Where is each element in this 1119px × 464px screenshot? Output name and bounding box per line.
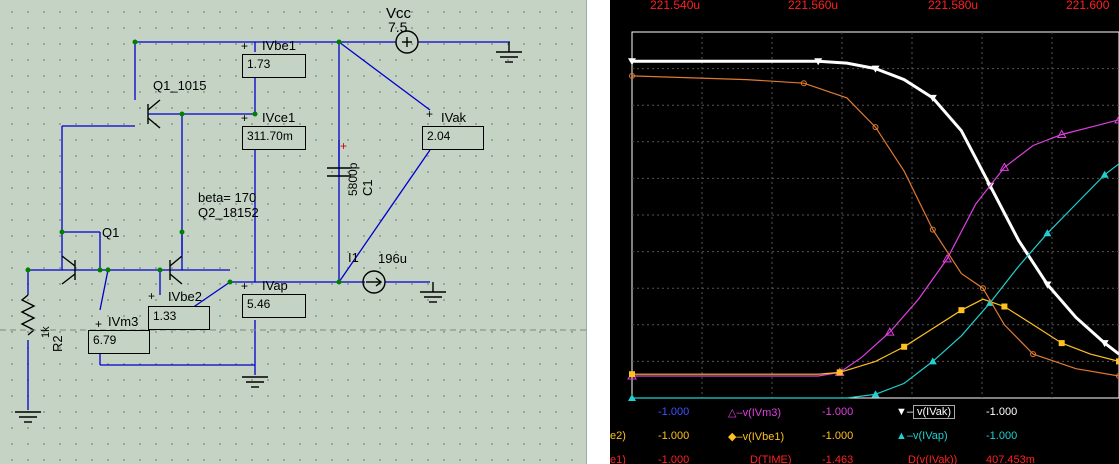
meter-ivbe1-name: IVbe1 — [262, 38, 296, 53]
marker-vivak — [814, 58, 823, 66]
legend-ivbe1[interactable]: ◆–v(IVbe1) — [728, 431, 785, 443]
svg-text:+: + — [340, 139, 347, 153]
marker-vivak — [1100, 340, 1109, 348]
schematic-wires: + + + + + + + — [0, 30, 586, 423]
legend-row2-left-value: -1.000 — [658, 430, 690, 442]
meter-ivce1-value: 311.70m — [247, 129, 293, 143]
c1-value: 5800p — [346, 162, 360, 196]
meter-ivce1-name: IVce1 — [262, 110, 296, 125]
x-tick-3: 221.580u — [928, 0, 979, 12]
marker-vivbe1 — [836, 369, 843, 376]
meter-ivbe2-name: IVbe2 — [168, 289, 202, 304]
meter-ivbe1-box[interactable]: 1.73 — [242, 54, 306, 78]
marker-vivbe1 — [901, 343, 908, 350]
trace-vivak — [632, 59, 1119, 356]
q2-label: Q2_18152 — [198, 205, 259, 220]
meter-ivak-box[interactable]: 2.04 — [422, 126, 484, 150]
q1-1015-label: Q1_1015 — [153, 78, 207, 93]
marker-vivbe1 — [1058, 340, 1065, 347]
q1-label: Q1 — [102, 225, 120, 240]
meter-ivce1-box[interactable]: 311.70m — [242, 126, 306, 150]
legend-ivap-label: v(IVap) — [913, 430, 948, 442]
vcc-name: Vcc — [386, 5, 412, 22]
marker-vivak — [928, 94, 937, 102]
legend-ivak[interactable]: ▼–v(IVak) — [896, 405, 956, 419]
meter-ivm3-box[interactable]: 6.79 — [88, 330, 150, 354]
trace-vivap — [632, 163, 1119, 399]
marker-vivap — [1043, 229, 1052, 237]
svg-text:+: + — [95, 317, 102, 331]
legend-row1-left-value: -1.000 — [658, 406, 690, 418]
meter-ivap-name: IVap — [262, 278, 288, 293]
legend-row1-right-value: -1.000 — [986, 406, 1018, 418]
legend-ivm3-label: v(IVm3) — [742, 407, 782, 419]
i1-value: 196u — [378, 251, 407, 266]
meter-ivbe2-value: 1.33 — [153, 309, 177, 323]
marker-vivm3 — [884, 327, 895, 336]
marker-vivbe1 — [1001, 303, 1008, 310]
marker-vivap — [1100, 170, 1109, 178]
meter-ivbe1-value: 1.73 — [247, 57, 271, 71]
meter-ivap-value: 5.46 — [247, 297, 271, 311]
legend-dvak: D(v(IVak)) — [908, 454, 958, 464]
meter-ivak-value: 2.04 — [427, 129, 451, 143]
marker-extra — [929, 226, 936, 233]
marker-vivbe1 — [629, 371, 635, 378]
x-tick-4: 221.600 — [1066, 0, 1110, 12]
meter-ivak-name: IVak — [441, 110, 467, 125]
marker-extra — [1116, 373, 1119, 380]
legend-row3-right-value: 407.453m — [986, 454, 1035, 464]
x-tick-2: 221.560u — [788, 0, 839, 12]
scope-panel[interactable]: 221.540u 221.560u 221.580u 221.600 -1.00… — [610, 0, 1119, 464]
legend-time: D(TIME) — [750, 454, 792, 464]
marker-vivap — [928, 357, 937, 365]
marker-extra — [872, 124, 879, 131]
vcc-value: 7.5 — [388, 19, 408, 35]
legend-row3-mid-value: -1.463 — [822, 454, 854, 464]
marker-vivm3 — [1114, 114, 1119, 124]
svg-text:+: + — [241, 111, 248, 125]
marker-vivbe1 — [958, 307, 965, 314]
meter-ivbe2-box[interactable]: 1.33 — [148, 306, 210, 330]
legend-ivak-label: v(IVak) — [913, 405, 956, 419]
legend-ivbe1-label: v(IVbe1) — [742, 431, 785, 443]
marker-vivak — [871, 65, 880, 73]
marker-extra — [1030, 351, 1037, 358]
legend-row1-mid-value: -1.000 — [822, 406, 854, 418]
legend-row2-mid-value: -1.000 — [822, 430, 854, 442]
r2-name: R2 — [50, 335, 65, 352]
trace-extra — [631, 75, 1119, 377]
marker-vivm3 — [1056, 129, 1067, 138]
schematic-canvas[interactable]: + + + + + + + Vcc 7.5 Q1_1015 Q1 beta= 1… — [0, 0, 586, 464]
marker-extra — [629, 72, 635, 79]
svg-text:+: + — [241, 279, 248, 293]
marker-vivap — [628, 394, 636, 401]
beta-label: beta= 170 — [198, 190, 257, 205]
legend-row3-left-value: -1.000 — [658, 454, 690, 464]
marker-extra — [979, 285, 986, 292]
x-tick-1: 221.540u — [650, 0, 701, 12]
marker-vivbe1 — [1116, 358, 1119, 365]
svg-text:+: + — [426, 107, 433, 121]
marker-extra — [800, 80, 807, 87]
marker-vivm3 — [942, 253, 952, 263]
legend-row3-label: e1) — [610, 454, 626, 464]
marker-vivak — [628, 58, 636, 66]
legend-ivm3[interactable]: △–v(IVm3) — [728, 407, 782, 419]
meter-ivap-box[interactable]: 5.46 — [242, 294, 306, 318]
panel-divider[interactable] — [586, 0, 611, 464]
svg-text:+: + — [148, 289, 155, 303]
scope-plot — [627, 31, 1119, 401]
legend-row2-label: e2) — [610, 430, 626, 442]
marker-vivap — [871, 390, 880, 398]
meter-ivm3-name: IVm3 — [108, 314, 139, 329]
legend-row2-right-value: -1.000 — [986, 430, 1018, 442]
marker-vivm3 — [999, 162, 1010, 171]
meter-ivm3-value: 6.79 — [93, 333, 117, 347]
legend-ivap[interactable]: ▲–v(IVap) — [896, 430, 948, 442]
c1-name: C1 — [360, 179, 375, 196]
svg-text:+: + — [241, 39, 248, 53]
marker-vivak — [1043, 281, 1052, 289]
i1-name: I1 — [348, 250, 359, 265]
